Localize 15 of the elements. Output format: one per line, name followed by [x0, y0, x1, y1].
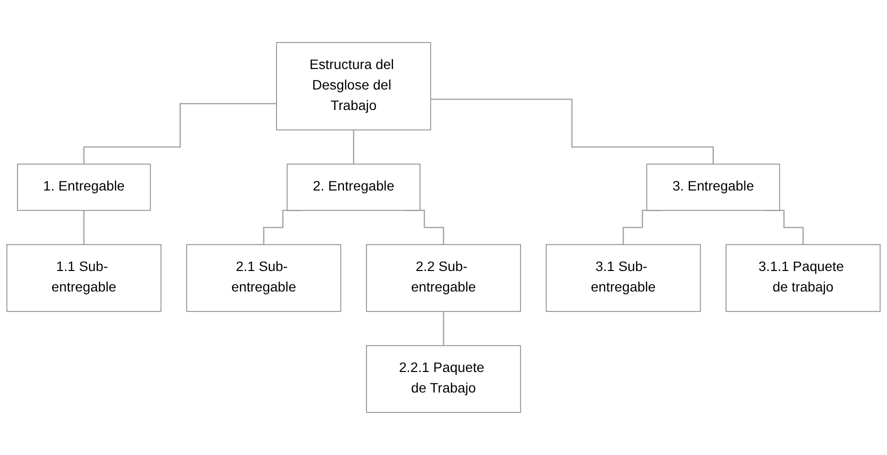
connector — [83, 210, 85, 246]
node-box: 2. Entregable — [286, 164, 420, 211]
node-box: 3.1.1 Paquete de trabajo — [726, 244, 881, 312]
node-box: 1. Entregable — [17, 164, 151, 211]
node-box: 3. Entregable — [646, 164, 780, 211]
connector — [442, 310, 444, 346]
node-box: 1.1 Sub- entregable — [6, 244, 162, 312]
node-box: 2.2 Sub- entregable — [366, 244, 521, 312]
node-box: 2.1 Sub- entregable — [186, 244, 342, 312]
node-box: 2.2.1 Paquete de Trabajo — [366, 345, 521, 413]
node-box: 3.1 Sub- entregable — [546, 244, 701, 312]
connector — [83, 102, 277, 165]
connector — [430, 98, 714, 165]
connector — [352, 129, 354, 165]
node-box: Estructura del Desglose del Trabajo — [276, 42, 432, 130]
